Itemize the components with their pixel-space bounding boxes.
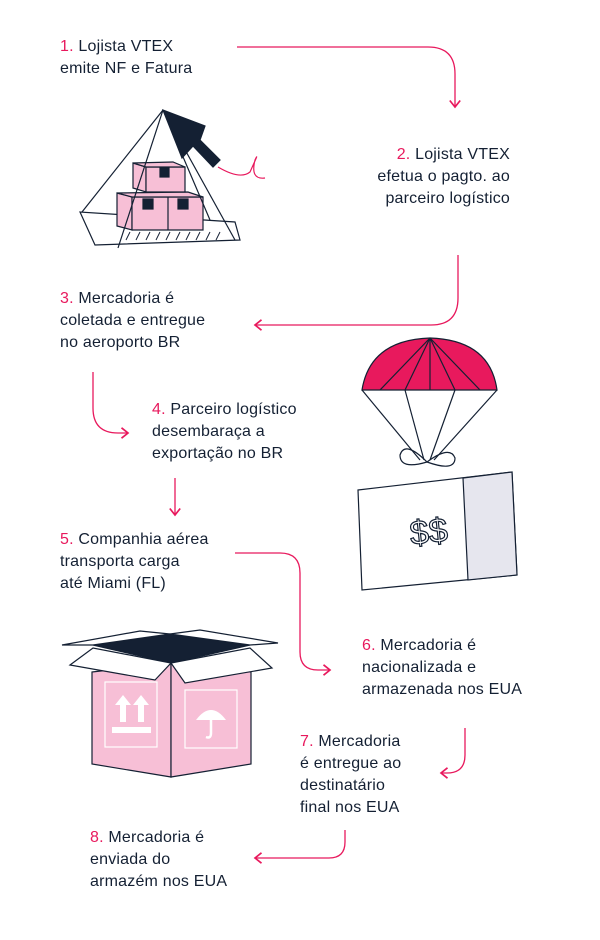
step-text: desembaraça a [152, 423, 265, 440]
step-number: 6. [362, 637, 376, 654]
step-text: no aeroporto BR [60, 334, 181, 351]
step-text: Mercadoria é [108, 829, 205, 846]
step-text: efetua o pagto. ao [377, 168, 510, 185]
step-4: 4. Parceiro logístico desembaraça a expo… [152, 399, 297, 465]
step-text: Mercadoria é [78, 290, 175, 307]
step-text: nacionalizada e [362, 659, 477, 676]
open-box-illustration [61, 629, 279, 778]
step-text: Lojista VTEX [415, 146, 510, 163]
step-5: 5. Companhia aérea transporta carga até … [60, 529, 209, 595]
step-text: emite NF e Fatura [60, 60, 193, 77]
step-8: 8. Mercadoria é enviada do armazém nos E… [90, 827, 227, 893]
step-7: 7. Mercadoria é entregue ao destinatário… [300, 731, 401, 819]
step-text: parceiro logístico [385, 190, 510, 207]
step-1: 1. Lojista VTEX emite NF e Fatura [60, 36, 192, 80]
boxes-pallet-illustration [79, 108, 266, 249]
step-text: Mercadoria é [380, 637, 477, 654]
arrow-7-8 [253, 830, 346, 864]
step-text: Companhia aérea [78, 531, 209, 548]
arrow-1-2 [237, 46, 461, 109]
step-text: transporta carga [60, 553, 180, 570]
step-text: Lojista VTEX [78, 38, 174, 55]
dollar-sign-text: $$ [408, 511, 450, 553]
step-text: até Miami (FL) [60, 575, 166, 592]
step-text: é entregue ao [300, 755, 402, 772]
arrow-6-7 [439, 728, 466, 779]
arrow-5-6 [235, 552, 332, 676]
arrow-2-3 [253, 255, 459, 331]
step-text: exportação no BR [152, 445, 284, 462]
step-6: 6. Mercadoria é nacionalizada e armazena… [362, 635, 522, 701]
step-2: 2. Lojista VTEX efetua o pagto. ao parce… [377, 144, 510, 210]
step-number: 5. [60, 531, 74, 548]
parachute-money-illustration: $$ [357, 337, 518, 591]
arrow-3-4 [92, 372, 130, 439]
flow-arrows [92, 46, 466, 864]
step-3: 3. Mercadoria é coletada e entregue no a… [60, 288, 205, 354]
step-number: 4. [152, 401, 166, 418]
step-number: 1. [60, 38, 74, 55]
step-number: 3. [60, 290, 74, 307]
step-text: armazém nos EUA [90, 873, 228, 890]
step-text: armazenada nos EUA [362, 681, 523, 698]
step-text: enviada do [90, 851, 171, 868]
step-number: 7. [300, 733, 314, 750]
step-text: coletada e entregue [60, 312, 206, 329]
step-text: Mercadoria [318, 733, 401, 750]
step-number: 8. [90, 829, 104, 846]
step-text: Parceiro logístico [170, 401, 297, 418]
step-number: 2. [396, 146, 411, 163]
step-text: final nos EUA [300, 799, 400, 816]
step-text: destinatário [300, 777, 386, 794]
